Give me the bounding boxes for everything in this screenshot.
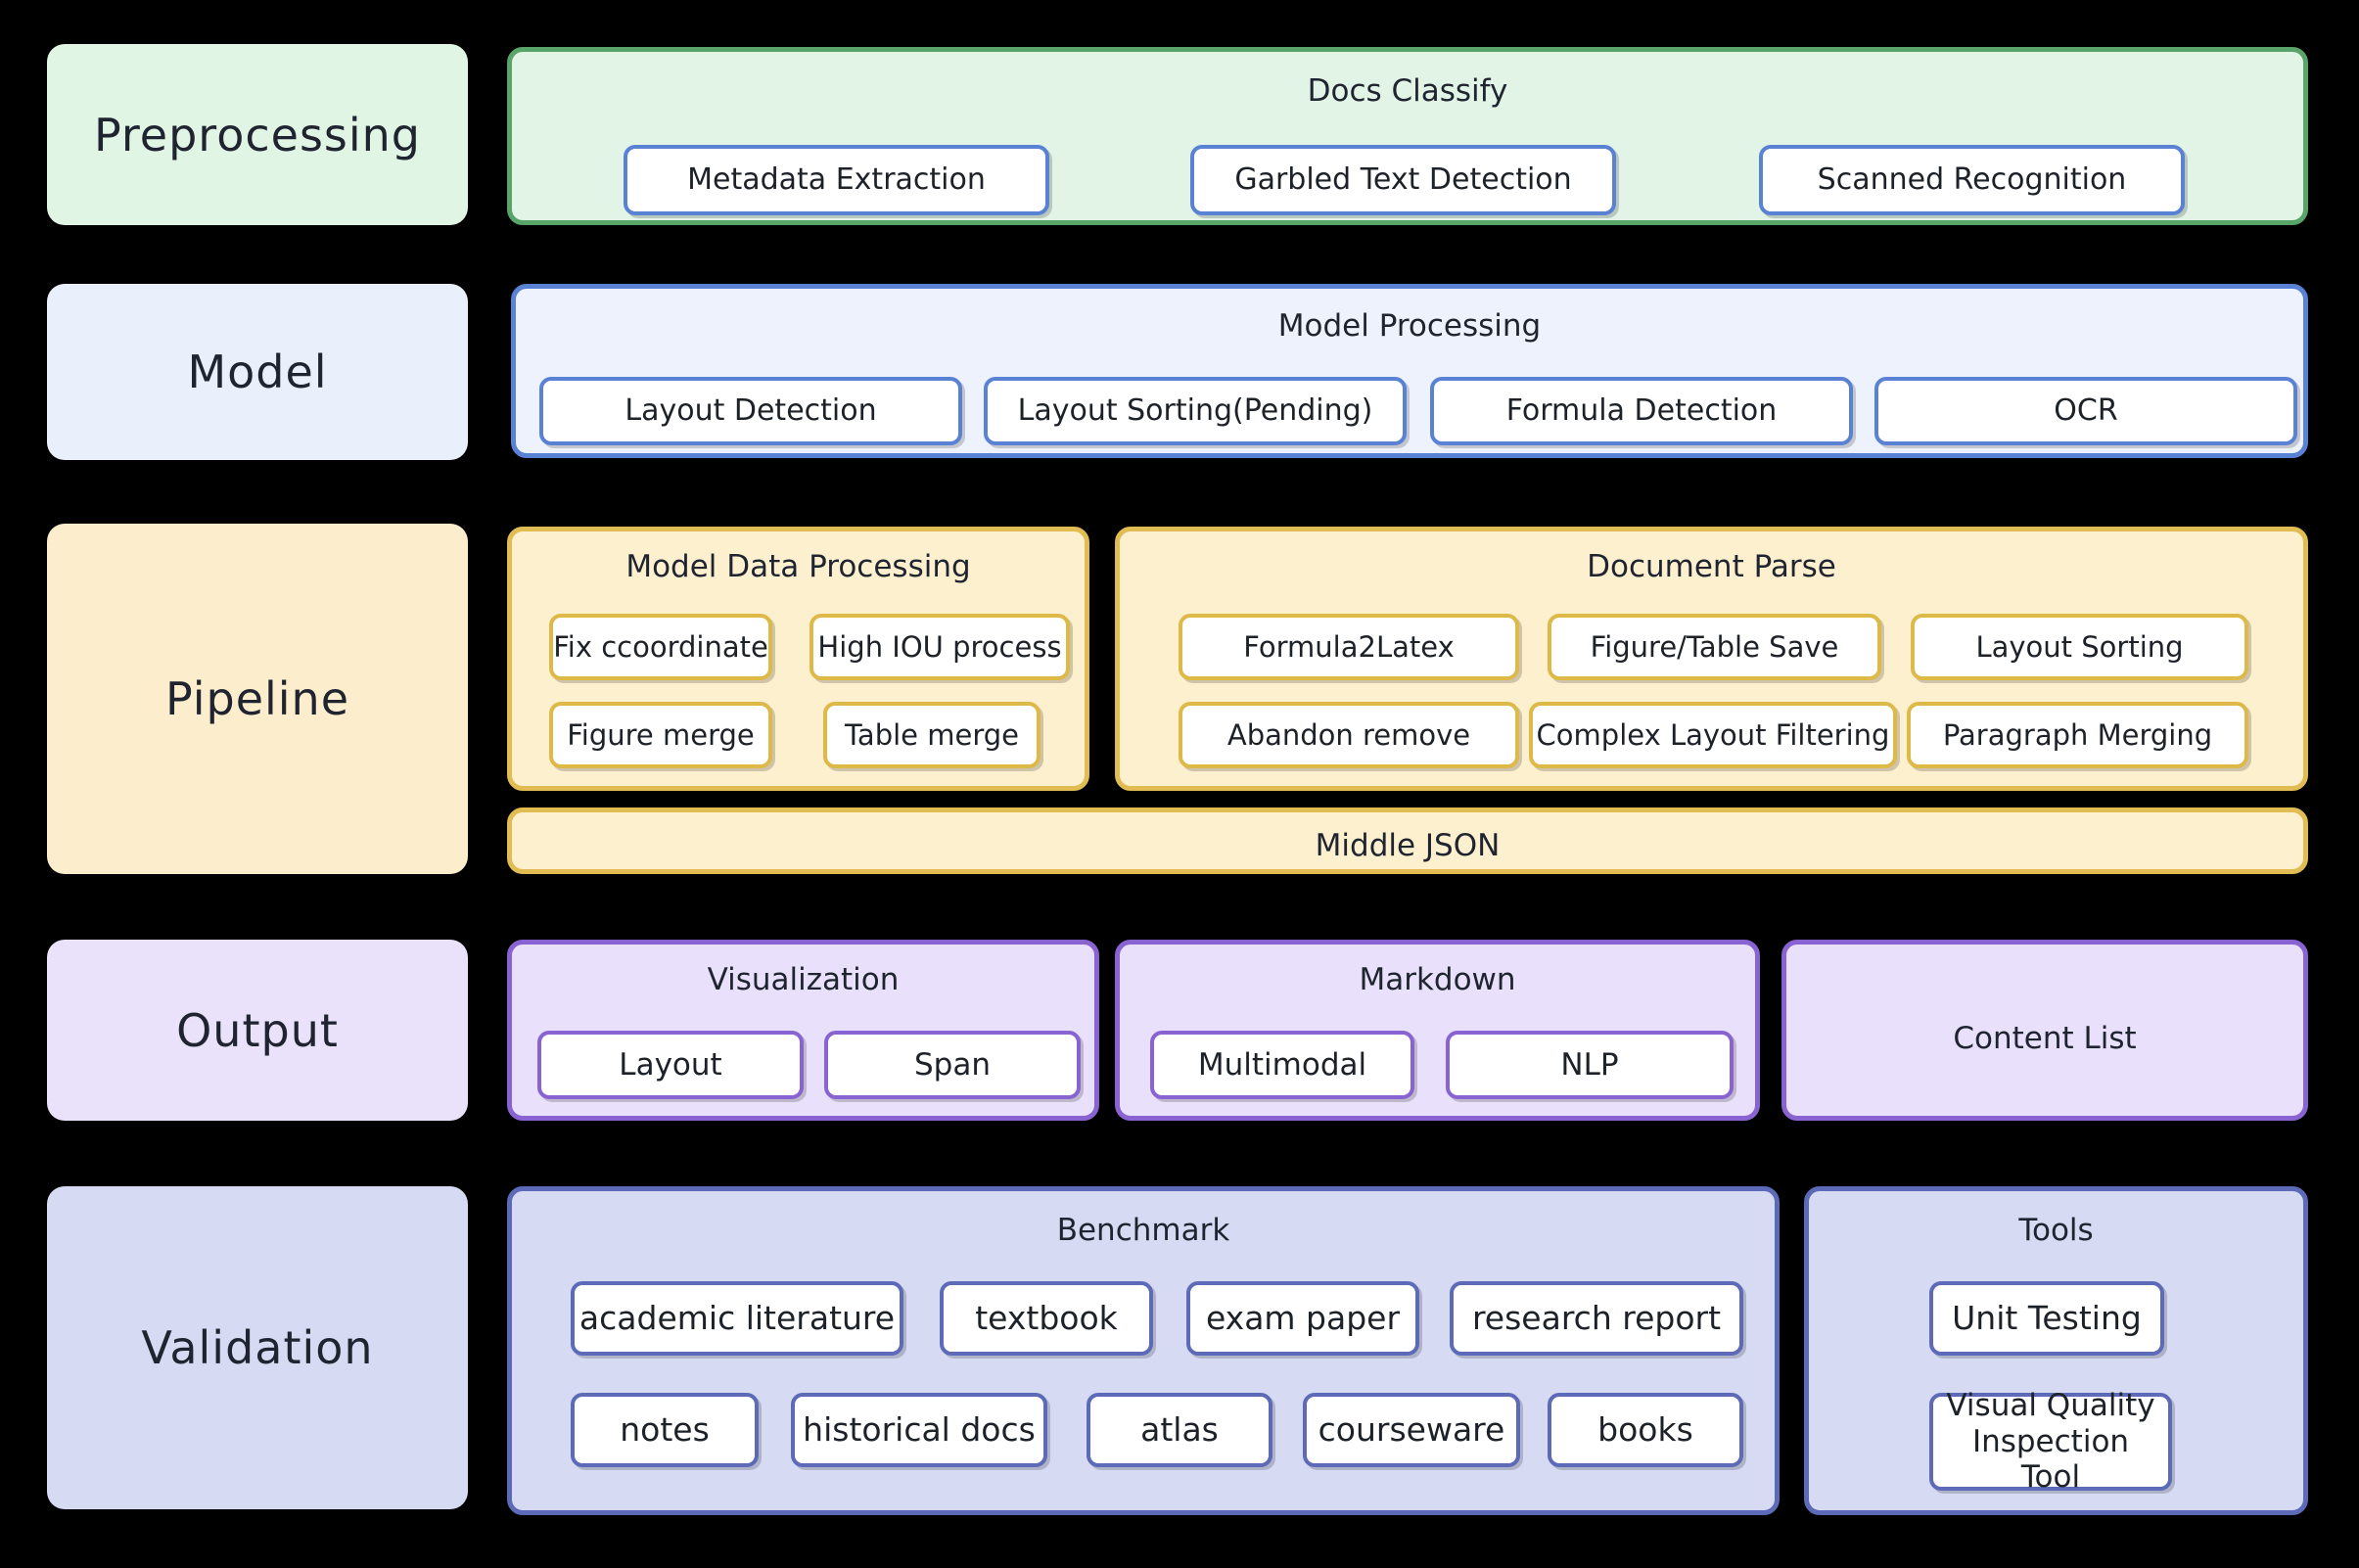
chip-abandon-remove[interactable]: Abandon remove [1179, 702, 1519, 768]
chip-label: Complex Layout Filtering [1536, 717, 1890, 752]
chip-label: academic literature [578, 1298, 896, 1337]
stage-label-model: Model [47, 284, 468, 460]
group-title-docs-classify: Docs Classify [1307, 73, 1508, 109]
chip-multimodal[interactable]: Multimodal [1150, 1031, 1414, 1099]
chip-figure-table-save[interactable]: Figure/Table Save [1548, 614, 1881, 680]
chip-label: Paragraph Merging [1942, 717, 2213, 752]
chip-label: Visual Quality Inspection Tool [1946, 1388, 2155, 1496]
group-model-data-processing: Model Data Processing Fix ccoordinate Hi… [507, 527, 1089, 791]
chip-label: Metadata Extraction [687, 162, 986, 198]
chip-label: Table merge [845, 717, 1019, 752]
chip-unit-testing[interactable]: Unit Testing [1929, 1281, 2164, 1356]
chip-formula2latex[interactable]: Formula2Latex [1179, 614, 1519, 680]
group-title-document-parse: Document Parse [1587, 549, 1836, 584]
chip-label: Layout [619, 1046, 722, 1083]
chip-label: Figure merge [567, 717, 755, 752]
chip-complex-layout-filtering[interactable]: Complex Layout Filtering [1529, 702, 1897, 768]
chip-label: Garbled Text Detection [1234, 162, 1572, 198]
chip-fix-ccoordinate[interactable]: Fix ccoordinate [549, 614, 772, 680]
chip-layout[interactable]: Layout [537, 1031, 804, 1099]
group-markdown: Markdown Multimodal NLP [1115, 940, 1760, 1121]
group-document-parse: Document Parse Formula2Latex Figure/Tabl… [1115, 527, 2308, 791]
chip-figure-merge[interactable]: Figure merge [549, 702, 772, 768]
chip-layout-sorting-pending[interactable]: Layout Sorting(Pending) [984, 377, 1407, 445]
group-middle-json: Middle JSON [507, 807, 2308, 874]
stage-label-model-text: Model [187, 346, 328, 398]
chip-label: atlas [1140, 1409, 1219, 1449]
stage-label-pipeline: Pipeline [47, 524, 468, 874]
chip-scanned-recognition[interactable]: Scanned Recognition [1759, 145, 2185, 215]
chip-label: Fix ccoordinate [553, 629, 768, 664]
chip-visual-quality-inspection-tool[interactable]: Visual Quality Inspection Tool [1929, 1388, 2172, 1495]
chip-metadata-extraction[interactable]: Metadata Extraction [624, 145, 1049, 215]
chip-nlp[interactable]: NLP [1446, 1031, 1734, 1099]
chip-label: exam paper [1205, 1298, 1401, 1337]
chip-research-report[interactable]: research report [1450, 1281, 1743, 1356]
stage-label-output: Output [47, 940, 468, 1121]
chip-span[interactable]: Span [824, 1031, 1081, 1099]
group-title-visualization: Visualization [707, 962, 900, 997]
stage-label-validation: Validation [47, 1186, 468, 1509]
stage-label-validation-text: Validation [141, 1321, 374, 1374]
group-tools: Tools Unit Testing Visual Quality Inspec… [1804, 1186, 2308, 1515]
chip-label: Formula Detection [1505, 393, 1778, 429]
group-benchmark: Benchmark academic literature textbook e… [507, 1186, 1780, 1515]
stage-label-output-text: Output [176, 1003, 339, 1057]
stage-label-preprocessing-text: Preprocessing [93, 108, 422, 161]
chip-exam-paper[interactable]: exam paper [1186, 1281, 1419, 1356]
chip-ocr[interactable]: OCR [1874, 377, 2297, 445]
chip-layout-sorting[interactable]: Layout Sorting [1911, 614, 2248, 680]
chip-paragraph-merging[interactable]: Paragraph Merging [1907, 702, 2248, 768]
chip-label: Multimodal [1197, 1046, 1367, 1083]
chip-garbled-text-detection[interactable]: Garbled Text Detection [1190, 145, 1616, 215]
group-docs-classify: Docs Classify Metadata Extraction Garble… [507, 47, 2308, 225]
group-title-markdown: Markdown [1359, 962, 1516, 997]
chip-notes[interactable]: notes [571, 1393, 759, 1467]
chip-label: Layout Detection [624, 393, 877, 429]
chip-courseware[interactable]: courseware [1303, 1393, 1520, 1467]
group-model-processing: Model Processing Layout Detection Layout… [511, 284, 2308, 458]
chip-label: High IOU process [817, 629, 1062, 664]
chip-high-iou-process[interactable]: High IOU process [809, 614, 1070, 680]
chip-label: Abandon remove [1226, 717, 1471, 752]
chip-table-merge[interactable]: Table merge [823, 702, 1041, 768]
chip-label: Layout Sorting(Pending) [1017, 393, 1373, 429]
chip-label: historical docs [803, 1409, 1036, 1449]
chip-formula-detection[interactable]: Formula Detection [1430, 377, 1853, 445]
stage-label-pipeline-text: Pipeline [164, 672, 350, 725]
chip-label: Layout Sorting [1975, 629, 2184, 664]
chip-atlas[interactable]: atlas [1087, 1393, 1272, 1467]
chip-label: notes [620, 1409, 710, 1449]
chip-books[interactable]: books [1548, 1393, 1743, 1467]
chip-label: OCR [2054, 393, 2118, 429]
group-visualization: Visualization Layout Span [507, 940, 1099, 1121]
chip-label: courseware [1318, 1409, 1505, 1449]
chip-academic-literature[interactable]: academic literature [571, 1281, 903, 1356]
chip-label: textbook [975, 1298, 1118, 1337]
chip-label: research report [1471, 1298, 1722, 1337]
chip-label: Span [914, 1046, 991, 1083]
chip-label: Formula2Latex [1243, 629, 1455, 664]
chip-label: NLP [1560, 1046, 1619, 1083]
group-content-list[interactable]: Content List [1781, 940, 2308, 1121]
chip-label: Unit Testing [1952, 1298, 2142, 1337]
chip-label: Figure/Table Save [1590, 629, 1839, 664]
chip-layout-detection[interactable]: Layout Detection [539, 377, 962, 445]
group-title-model-processing: Model Processing [1277, 308, 1542, 344]
chip-label: Scanned Recognition [1817, 162, 2127, 198]
group-title-benchmark: Benchmark [1056, 1213, 1230, 1248]
chip-textbook[interactable]: textbook [940, 1281, 1153, 1356]
chip-label: books [1597, 1409, 1693, 1449]
chip-historical-docs[interactable]: historical docs [791, 1393, 1047, 1467]
group-title-model-data-processing: Model Data Processing [625, 549, 971, 584]
group-title-middle-json: Middle JSON [1315, 828, 1501, 863]
stage-label-preprocessing: Preprocessing [47, 44, 468, 225]
group-title-content-list: Content List [1953, 1021, 2137, 1056]
group-title-tools: Tools [2018, 1213, 2094, 1248]
